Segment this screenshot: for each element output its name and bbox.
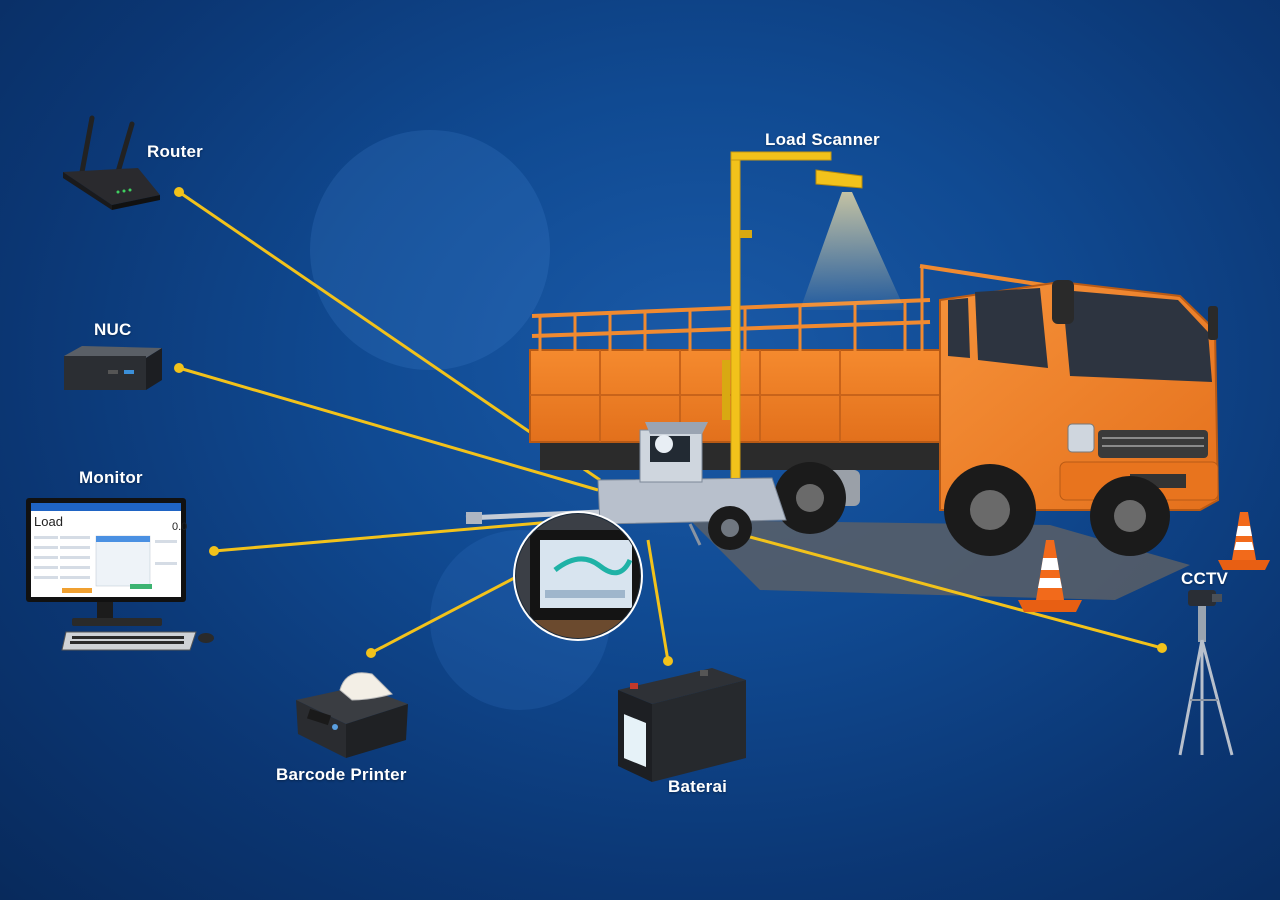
connector-baterai [646,539,670,662]
cctv-device [1178,590,1234,756]
label-barcode-printer: Barcode Printer [276,765,407,784]
monitor-screen-counter: 0.0 [172,521,187,533]
scanner-beam [800,192,905,310]
monitor-screen-title: Load [34,514,63,529]
tablet-zoom-bubble [513,511,643,641]
label-monitor: Monitor [79,468,143,487]
traffic-cone-1 [1018,540,1082,612]
label-nuc: NUC [94,320,132,339]
battery-device [618,668,746,782]
router-device [63,115,160,210]
scanner-trailer [465,422,787,550]
connector-dots [174,187,1167,666]
truck-wheels [774,462,1170,556]
connector-monitor [213,518,576,553]
connector-cctv [749,535,1163,650]
truck [529,264,1220,556]
connector-nuc [178,366,599,492]
label-load-scanner: Load Scanner [765,130,880,149]
monitor-device [26,498,214,651]
nuc-device [64,346,162,390]
label-router: Router [147,142,203,161]
barcode-printer-device [296,672,408,758]
label-cctv: CCTV [1181,569,1229,588]
label-baterai: Baterai [668,777,728,796]
traffic-cone-2 [1218,512,1270,570]
connector-printer [370,573,521,655]
ground-pad [690,520,1190,600]
